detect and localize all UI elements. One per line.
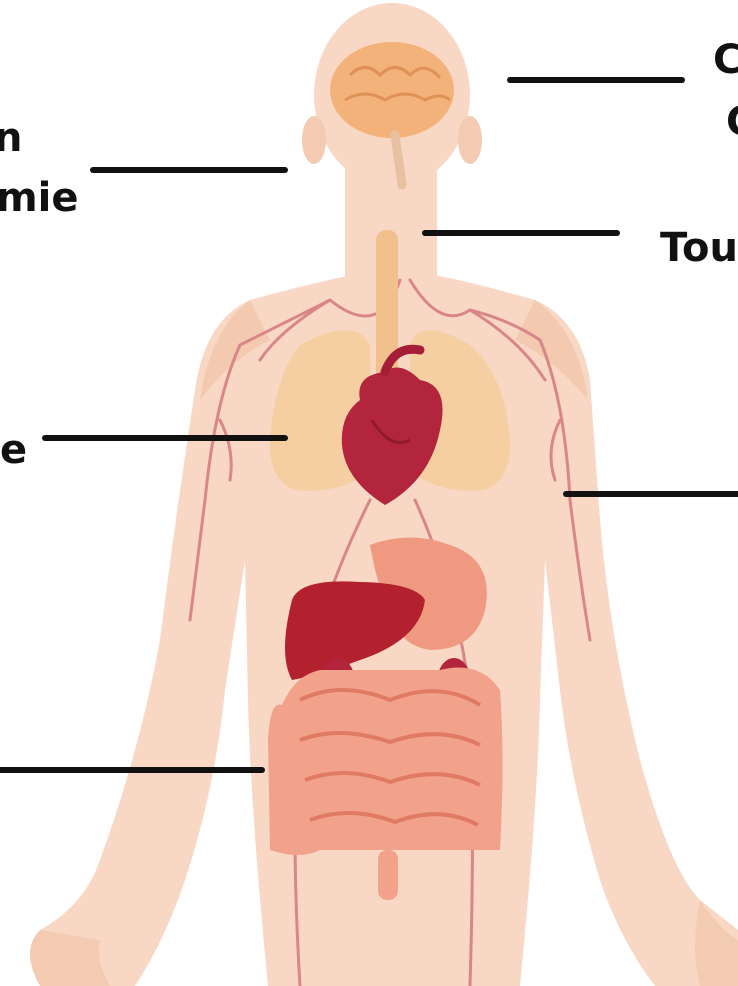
label-mid-left: e	[0, 430, 27, 470]
label-top-right-2: C	[726, 102, 738, 142]
label-top-right-1: C	[713, 40, 738, 80]
label-upper-left-2: mie	[0, 178, 79, 218]
label-upper-left-1: n	[0, 118, 22, 158]
label-mid-right: Tou	[660, 228, 738, 268]
